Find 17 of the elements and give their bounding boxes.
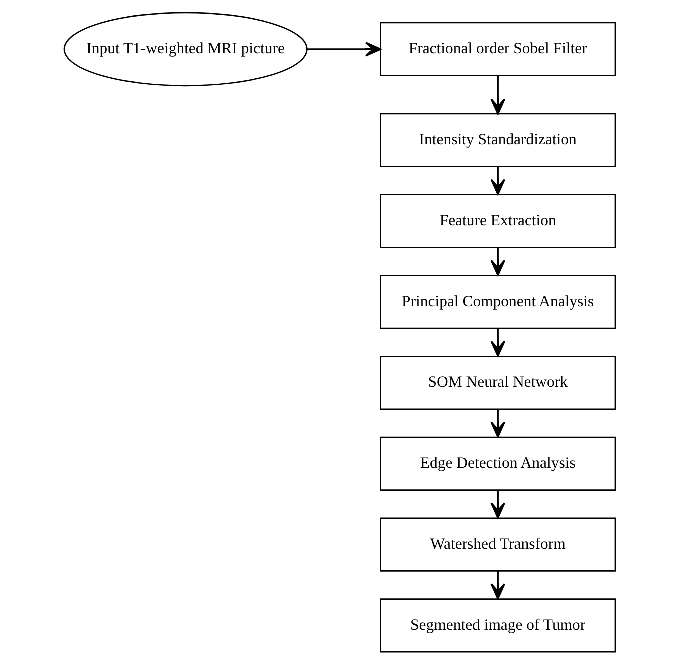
arrow: [490, 409, 506, 438]
arrow: [490, 76, 506, 115]
node-box: Fractional order Sobel Filter: [380, 22, 616, 76]
node-ellipse: Input T1-weighted MRI picture: [63, 12, 308, 87]
node-box: Intensity Standardization: [380, 113, 616, 168]
node-box: Feature Extraction: [380, 194, 616, 248]
node-box: Edge Detection Analysis: [380, 436, 616, 491]
arrow: [490, 328, 506, 357]
node-box: SOM Neural Network: [380, 356, 616, 410]
node-box: Watershed Transform: [380, 518, 616, 572]
arrow: [306, 42, 381, 57]
arrow: [490, 248, 506, 276]
node-box: Principal Component Analysis: [380, 275, 616, 330]
arrow: [490, 571, 506, 600]
arrow: [490, 166, 506, 196]
node-box: Segmented image of Tumor: [380, 598, 616, 653]
arrow: [490, 490, 506, 519]
